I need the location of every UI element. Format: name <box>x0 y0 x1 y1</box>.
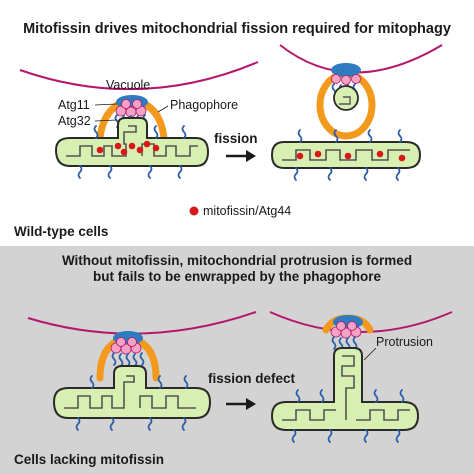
bottom-title-line1: Without mitofissin, mitochondrial protru… <box>62 253 412 268</box>
mitochondrion-bottom-right <box>270 347 420 443</box>
phagophore-bottom-left <box>96 331 160 382</box>
vacuole-label: Vacuole <box>106 78 150 92</box>
mitochondrion-bottom-left <box>52 365 212 431</box>
bottom-title-line2: but fails to be enwrapped by the phagoph… <box>93 269 382 284</box>
red-dot-icon <box>189 206 199 216</box>
top-title: Mitofissin drives mitochondrial fission … <box>23 21 451 37</box>
right-arrow-icon-bottom <box>226 398 256 410</box>
top-panel <box>0 0 474 244</box>
legend-label: mitofissin/Atg44 <box>203 204 291 218</box>
top-caption: Wild-type cells <box>14 224 108 239</box>
mitochondrion-right <box>270 129 422 181</box>
fission-label: fission <box>214 131 258 146</box>
mitophagosome <box>316 63 376 140</box>
protrusion-label: Protrusion <box>376 335 433 349</box>
atg32-label: Atg32 <box>58 114 91 128</box>
atg11-label: Atg11 <box>58 98 90 112</box>
right-arrow-icon <box>226 150 256 162</box>
vacuole-membrane-bottom-left <box>27 311 257 335</box>
mitochondrion-left <box>54 117 210 179</box>
bottom-panel <box>0 246 474 474</box>
bottom-caption: Cells lacking mitofissin <box>14 452 164 467</box>
vacuole-membrane-left <box>19 61 259 91</box>
fission-defect-label: fission defect <box>208 371 296 386</box>
phagophore-bottom-right <box>322 314 374 351</box>
phagophore-label: Phagophore <box>170 98 238 112</box>
